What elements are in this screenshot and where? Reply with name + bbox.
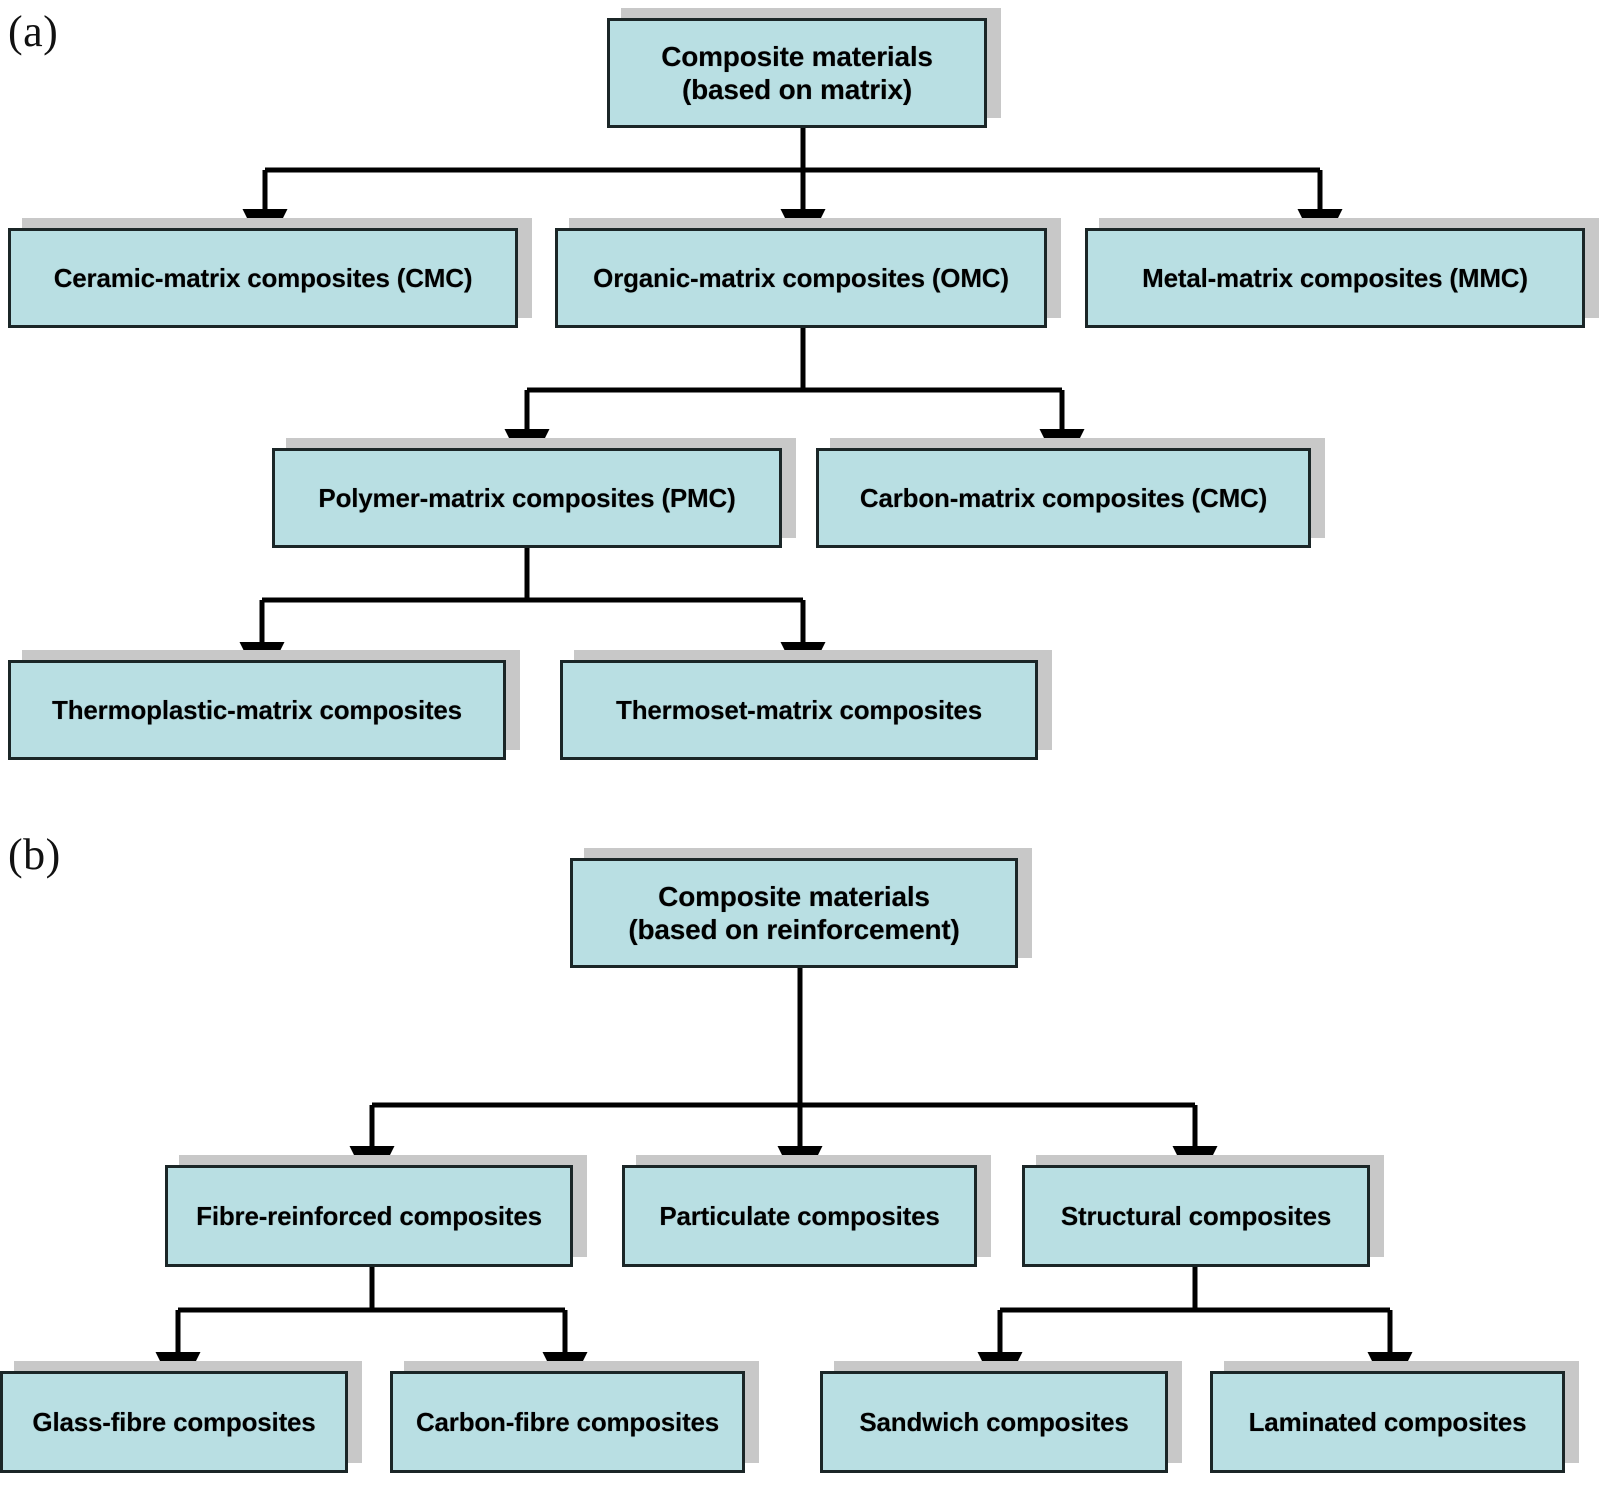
node-label: Sandwich composites <box>820 1371 1168 1473</box>
node-label: Thermoplastic-matrix composites <box>8 660 506 760</box>
panel-label-b: (b) <box>8 830 61 879</box>
node-label: Ceramic-matrix composites (CMC) <box>8 228 518 328</box>
node-particulate-composites[interactable]: Particulate composites <box>622 1155 991 1267</box>
node-label: Structural composites <box>1022 1165 1370 1267</box>
node-fibre-reinforced-composites[interactable]: Fibre-reinforced composites <box>165 1155 587 1267</box>
node-organic-matrix-composites[interactable]: Organic-matrix composites (OMC) <box>555 218 1061 328</box>
node-metal-matrix-composites[interactable]: Metal-matrix composites (MMC) <box>1085 218 1599 328</box>
panel-label-a: (a) <box>8 7 59 56</box>
node-label: Glass-fibre composites <box>0 1371 348 1473</box>
node-composite-materials-matrix[interactable]: Composite materials (based on matrix) <box>607 8 1001 128</box>
node-label: Laminated composites <box>1210 1371 1565 1473</box>
node-ceramic-matrix-composites[interactable]: Ceramic-matrix composites (CMC) <box>8 218 532 328</box>
node-glass-fibre-composites[interactable]: Glass-fibre composites <box>0 1361 362 1473</box>
node-polymer-matrix-composites[interactable]: Polymer-matrix composites (PMC) <box>272 438 796 548</box>
node-composite-materials-reinforcement[interactable]: Composite materials (based on reinforcem… <box>570 848 1032 968</box>
node-thermoplastic-matrix-composites[interactable]: Thermoplastic-matrix composites <box>8 650 520 760</box>
node-label: Carbon-matrix composites (CMC) <box>816 448 1311 548</box>
node-label: Carbon-fibre composites <box>390 1371 745 1473</box>
node-label: Metal-matrix composites (MMC) <box>1085 228 1585 328</box>
node-label: Composite materials (based on reinforcem… <box>570 858 1018 968</box>
node-sandwich-composites[interactable]: Sandwich composites <box>820 1361 1182 1473</box>
node-carbon-fibre-composites[interactable]: Carbon-fibre composites <box>390 1361 759 1473</box>
node-structural-composites[interactable]: Structural composites <box>1022 1155 1384 1267</box>
node-label: Thermoset-matrix composites <box>560 660 1038 760</box>
node-label: Particulate composites <box>622 1165 977 1267</box>
node-label: Composite materials (based on matrix) <box>607 18 987 128</box>
node-label: Organic-matrix composites (OMC) <box>555 228 1047 328</box>
node-laminated-composites[interactable]: Laminated composites <box>1210 1361 1579 1473</box>
node-thermoset-matrix-composites[interactable]: Thermoset-matrix composites <box>560 650 1052 760</box>
node-label: Polymer-matrix composites (PMC) <box>272 448 782 548</box>
node-carbon-matrix-composites[interactable]: Carbon-matrix composites (CMC) <box>816 438 1325 548</box>
node-label: Fibre-reinforced composites <box>165 1165 573 1267</box>
